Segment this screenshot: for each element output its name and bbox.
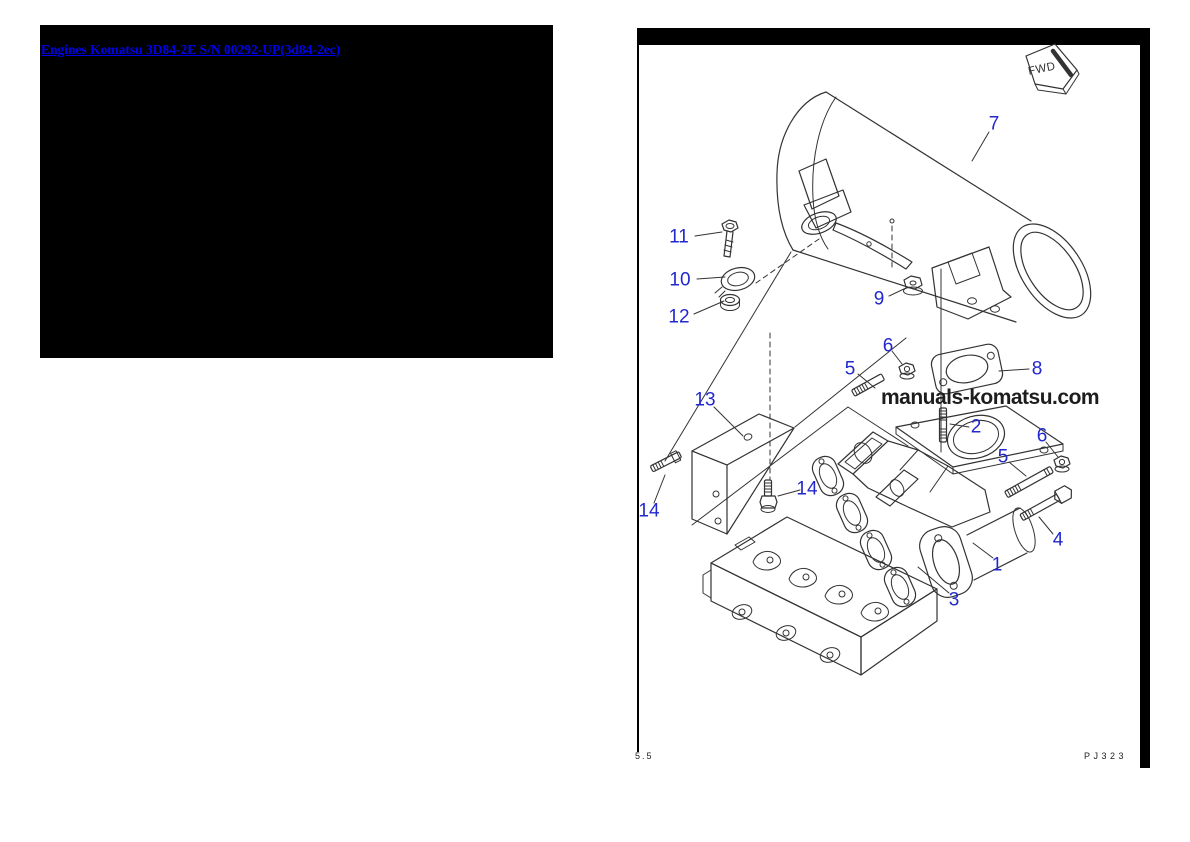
nut-part-6-lower [1053,455,1071,473]
callout-9: 9 [873,288,885,310]
manifold-part-1 [837,405,1064,598]
callout-10: 10 [669,269,691,291]
callout-4: 4 [1052,529,1064,551]
stud-part-5-upper [851,373,885,397]
callout-leader-lines [653,131,1059,594]
gasket-part-3 [811,455,917,608]
page-code-right: PJ323 [1084,751,1128,761]
callout-14: 14 [638,500,660,522]
page-number-left: 5.5 [635,751,654,761]
callout-5: 5 [997,446,1009,468]
plug-part-14-middle [759,479,778,513]
nut-part-12 [719,293,741,311]
right-border-bar [1140,28,1150,768]
gasket-part-8 [930,343,1004,395]
nut-part-9 [903,275,923,296]
stud-part-2 [938,407,948,443]
watermark-text: manuals-komatsu.com [881,386,1100,409]
callout-13: 13 [694,389,716,411]
exploded-parts-diagram: FWD [650,43,1092,676]
fwd-label: FWD [1027,60,1057,77]
engine-model-link[interactable]: Engines Komatsu 3D84-2E S/N 00292-UP(3d8… [41,42,341,57]
callout-2: 2 [970,416,982,438]
stud-part-14-left [650,450,682,473]
callout-8: 8 [1031,358,1043,380]
top-border-bar [637,28,1150,45]
callout-6: 6 [1036,425,1048,447]
callout-7: 7 [988,113,1000,135]
link-panel: Engines Komatsu 3D84-2E S/N 00292-UP(3d8… [40,25,553,358]
bolt-part-11 [721,219,739,258]
callout-14: 14 [796,478,818,500]
stud-part-5-lower [1004,466,1054,498]
cylinder-head-block [702,516,938,676]
nut-part-6-upper [898,362,916,380]
callout-11: 11 [669,226,689,248]
callout-1: 1 [991,554,1003,576]
diagram-panel: FWD [635,28,1150,768]
fwd-icon: FWD [1025,43,1080,95]
callout-5: 5 [844,358,856,380]
clamp-part-10 [714,266,756,298]
callout-6: 6 [882,335,894,357]
bracket-part-13 [691,413,795,535]
muffler-part-7 [776,91,1092,323]
left-border-line [637,45,639,752]
callout-12: 12 [668,306,690,328]
bolt-part-4 [1019,485,1072,521]
callout-3: 3 [948,589,960,611]
